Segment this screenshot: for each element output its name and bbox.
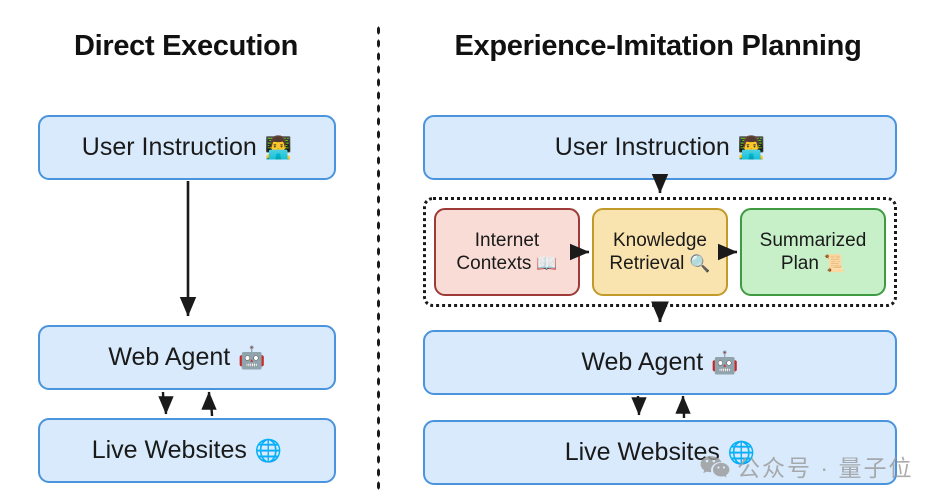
right-user-instruction-box: User Instruction 👨‍💻 <box>423 115 897 180</box>
arrow-right-websites-to-agent <box>675 395 691 419</box>
left-user-instruction-box: User Instruction 👨‍💻 <box>38 115 336 180</box>
man-technologist-icon: 👨‍💻 <box>264 134 293 160</box>
arrow-left-websites-to-agent <box>201 391 217 417</box>
scroll-icon: 📜 <box>823 254 846 274</box>
magnifying-glass-icon: 🔍 <box>689 254 711 274</box>
left-live-websites-box: Live Websites 🌐 <box>38 418 336 483</box>
left-web-agent-label: Web Agent <box>108 343 231 371</box>
robot-icon: 🤖 <box>238 344 266 370</box>
wechat-icon <box>700 456 730 478</box>
left-user-instruction-label: User Instruction <box>81 133 257 161</box>
knowledge-retrieval-box: Knowledge Retrieval 🔍 <box>592 208 728 296</box>
internet-contexts-box: Internet Contexts 📖 <box>434 208 580 296</box>
internet-contexts-line1: Internet <box>474 229 540 251</box>
knowledge-retrieval-line2: Retrieval <box>609 253 685 274</box>
knowledge-retrieval-line1: Knowledge <box>612 229 708 251</box>
arrow-right-agent-to-websites <box>631 395 647 416</box>
right-web-agent-box: Web Agent 🤖 <box>423 330 897 395</box>
right-live-websites-label: Live Websites <box>564 438 720 466</box>
man-technologist-icon: 👨‍💻 <box>737 134 766 160</box>
summarized-plan-box: Summarized Plan 📜 <box>740 208 886 296</box>
globe-icon: 🌐 <box>727 439 756 465</box>
right-live-websites-box: Live Websites 🌐 <box>423 420 897 485</box>
arrow-left-agent-to-websites <box>158 391 174 415</box>
right-column-title: Experience-Imitation Planning <box>454 30 862 62</box>
left-column-title: Direct Execution <box>73 30 299 62</box>
watermark: 公众号 · 量子位 <box>700 455 913 481</box>
right-user-instruction-label: User Instruction <box>554 133 730 161</box>
open-book-icon: 📖 <box>536 254 558 274</box>
left-live-websites-label: Live Websites <box>91 436 247 464</box>
internet-contexts-line2: Contexts <box>456 253 532 274</box>
right-web-agent-label: Web Agent <box>581 348 704 376</box>
summarized-plan-line2: Plan <box>780 253 819 274</box>
globe-icon: 🌐 <box>254 437 283 463</box>
watermark-text: 公众号 · 量子位 <box>737 454 914 481</box>
left-web-agent-box: Web Agent 🤖 <box>38 325 336 390</box>
column-divider <box>376 24 381 492</box>
summarized-plan-line1: Summarized <box>759 229 867 251</box>
robot-icon: 🤖 <box>711 349 739 375</box>
